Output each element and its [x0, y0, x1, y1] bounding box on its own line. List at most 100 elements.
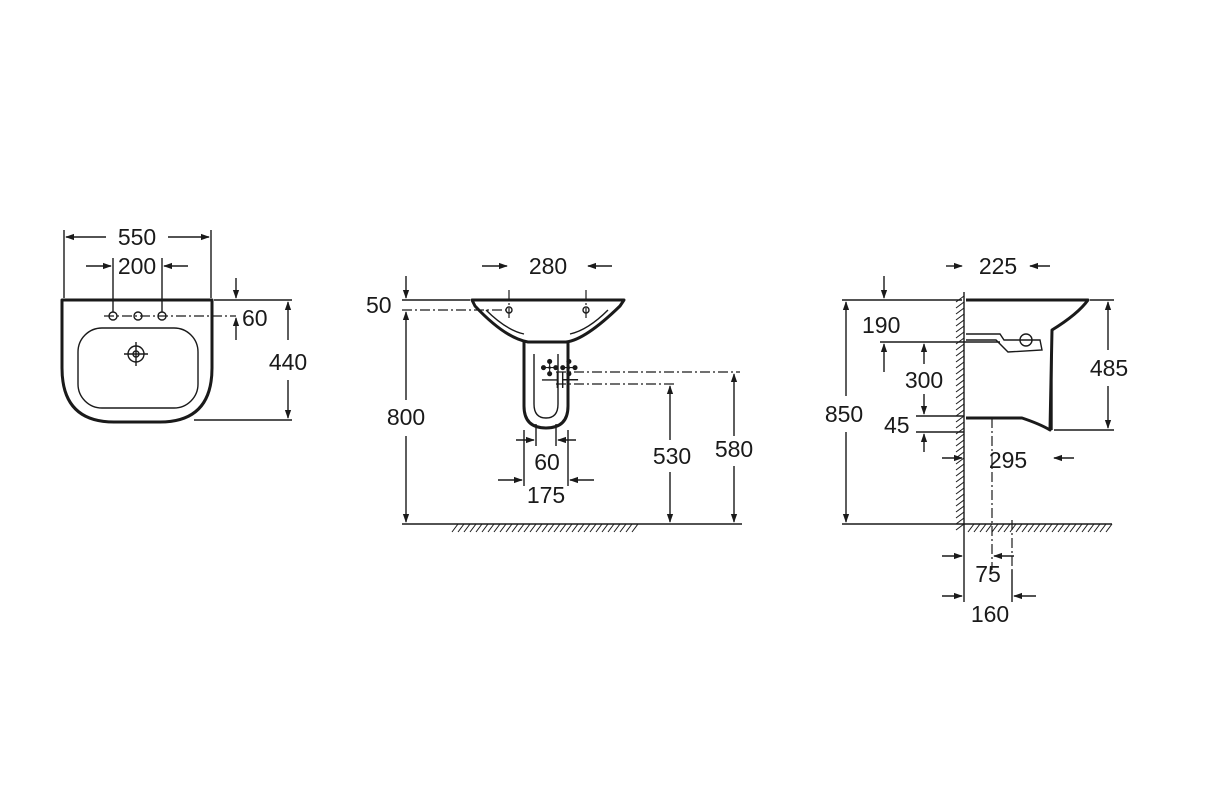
hatch-stroke — [1021, 523, 1029, 533]
hatch-stroke — [625, 523, 633, 533]
hatch-stroke — [955, 349, 965, 357]
hatch-stroke — [979, 523, 987, 533]
hatch-stroke — [463, 523, 471, 533]
supply-point-icon: ⊣⊢ — [540, 367, 580, 393]
hatch-stroke — [565, 523, 573, 533]
hatch-stroke — [955, 373, 965, 381]
hatch-stroke — [523, 523, 531, 533]
rim-thickness-50-label: 50 — [366, 292, 392, 318]
hatch-stroke — [1099, 523, 1107, 533]
hatch-stroke — [955, 337, 965, 345]
hatch-stroke — [955, 361, 965, 369]
hatch-stroke — [1003, 523, 1011, 533]
hatch-stroke — [955, 313, 965, 321]
basin-side-outline — [966, 298, 1090, 432]
side-view: 225 190 300 45 485 850 295 75 160 — [825, 253, 1128, 627]
hatch-stroke — [967, 523, 975, 533]
hatch-stroke — [955, 355, 965, 363]
hatch-stroke — [631, 523, 639, 533]
waste-icon — [1019, 333, 1033, 347]
hatch-stroke — [955, 421, 965, 429]
hatch-stroke — [955, 469, 965, 477]
hatch-stroke — [1045, 523, 1053, 533]
hatch-stroke — [607, 523, 615, 533]
hatch-stroke — [1069, 523, 1077, 533]
hatch-stroke — [1063, 523, 1071, 533]
hatch-stroke — [487, 523, 495, 533]
hatch-stroke — [955, 457, 965, 465]
tap-offset-60-label: 60 — [242, 305, 268, 331]
hatch-stroke — [955, 391, 965, 399]
hatch-stroke — [955, 301, 965, 309]
pedestal-outline — [522, 342, 570, 430]
hatch-stroke — [1027, 523, 1035, 533]
hatch-stroke — [457, 523, 465, 533]
hatch-stroke — [955, 403, 965, 411]
hatch-stroke — [955, 493, 965, 501]
projection-225-label: 225 — [979, 253, 1017, 279]
hatch-stroke — [955, 445, 965, 453]
hatch-stroke — [955, 523, 965, 531]
total-height-850-label: 850 — [825, 401, 863, 427]
hatch-stroke — [991, 523, 999, 533]
rim-height-800-label: 800 — [387, 404, 425, 430]
hatch-stroke — [1057, 523, 1065, 533]
hatch-stroke — [955, 499, 965, 507]
hatch-stroke — [559, 523, 567, 533]
hatch-stroke — [511, 523, 519, 533]
basin-outline — [60, 298, 214, 424]
hatch-stroke — [955, 367, 965, 375]
depth-440-label: 440 — [269, 349, 307, 375]
width-550-label: 550 — [118, 224, 156, 250]
basin-inner-curve — [485, 309, 525, 335]
pedestal-from-wall-160-label: 160 — [971, 601, 1009, 627]
hatch-stroke — [955, 397, 965, 405]
basin-inner-curve — [569, 309, 609, 335]
hatch-stroke — [955, 505, 965, 513]
pedestal-depth-295-label: 295 — [989, 447, 1027, 473]
hatch-stroke — [955, 385, 965, 393]
hatch-stroke — [955, 511, 965, 519]
hatch-stroke — [955, 379, 965, 387]
hatch-stroke — [955, 517, 965, 525]
hatch-stroke — [955, 319, 965, 327]
hatch-stroke — [613, 523, 621, 533]
waste-height-530-label: 530 — [653, 443, 691, 469]
hatch-stroke — [493, 523, 501, 533]
hatch-stroke — [955, 415, 965, 423]
hatch-stroke — [1039, 523, 1047, 533]
hatch-stroke — [955, 481, 965, 489]
hatch-stroke — [955, 451, 965, 459]
hatch-stroke — [1081, 523, 1089, 533]
hatch-stroke — [505, 523, 513, 533]
hatch-stroke — [583, 523, 591, 533]
hatch-stroke — [577, 523, 585, 533]
hatch-stroke — [535, 523, 543, 533]
hatch-stroke — [547, 523, 555, 533]
trap-offset-45-label: 45 — [884, 412, 910, 438]
hatch-stroke — [955, 427, 965, 435]
hatch-stroke — [955, 331, 965, 339]
hatch-stroke — [1075, 523, 1083, 533]
front-view: ✣✣ ⊣⊢ 280 50 800 530 580 60 175 — [366, 253, 753, 533]
tap-spacing-200-label: 200 — [118, 253, 156, 279]
hatch-stroke — [955, 463, 965, 471]
fixing-spacing-280-label: 280 — [529, 253, 567, 279]
supply-height-580-label: 580 — [715, 436, 753, 462]
waste-from-wall-75-label: 75 — [975, 561, 1001, 587]
hatch-stroke — [1033, 523, 1041, 533]
hatch-stroke — [517, 523, 525, 533]
bowl-outline — [77, 327, 199, 409]
hatch-stroke — [601, 523, 609, 533]
hatch-stroke — [997, 523, 1005, 533]
hatch-stroke — [595, 523, 603, 533]
hatch-stroke — [955, 433, 965, 441]
basin-front-outline — [470, 298, 626, 344]
hatch-stroke — [529, 523, 537, 533]
hatch-stroke — [955, 295, 965, 303]
hatch-stroke — [955, 325, 965, 333]
hatch-stroke — [955, 439, 965, 447]
basin-height-485-label: 485 — [1090, 355, 1128, 381]
hatch-stroke — [1009, 523, 1017, 533]
